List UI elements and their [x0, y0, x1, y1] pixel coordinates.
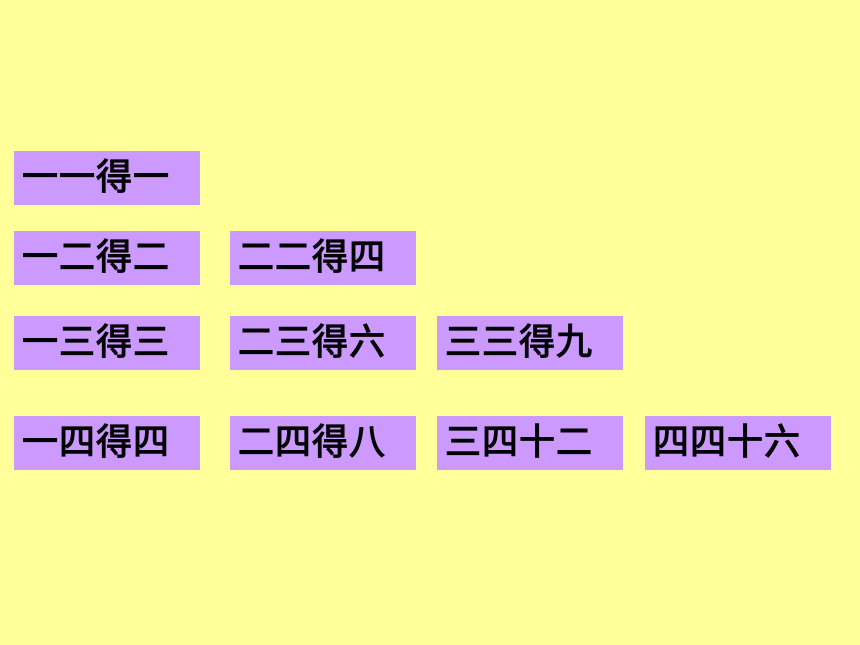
rhyme-card-1x1: 一一得一 [14, 151, 200, 205]
rhyme-card-3x3: 三三得九 [437, 316, 623, 370]
rhyme-card-2x3: 二三得六 [230, 316, 416, 370]
rhyme-card-1x2: 一二得二 [14, 231, 200, 285]
rhyme-card-2x4: 二四得八 [230, 416, 416, 470]
rhyme-card-4x4: 四四十六 [645, 416, 831, 470]
rhyme-card-1x3: 一三得三 [14, 316, 200, 370]
rhyme-card-2x2: 二二得四 [230, 231, 416, 285]
rhyme-card-3x4: 三四十二 [437, 416, 623, 470]
rhyme-card-1x4: 一四得四 [14, 416, 200, 470]
